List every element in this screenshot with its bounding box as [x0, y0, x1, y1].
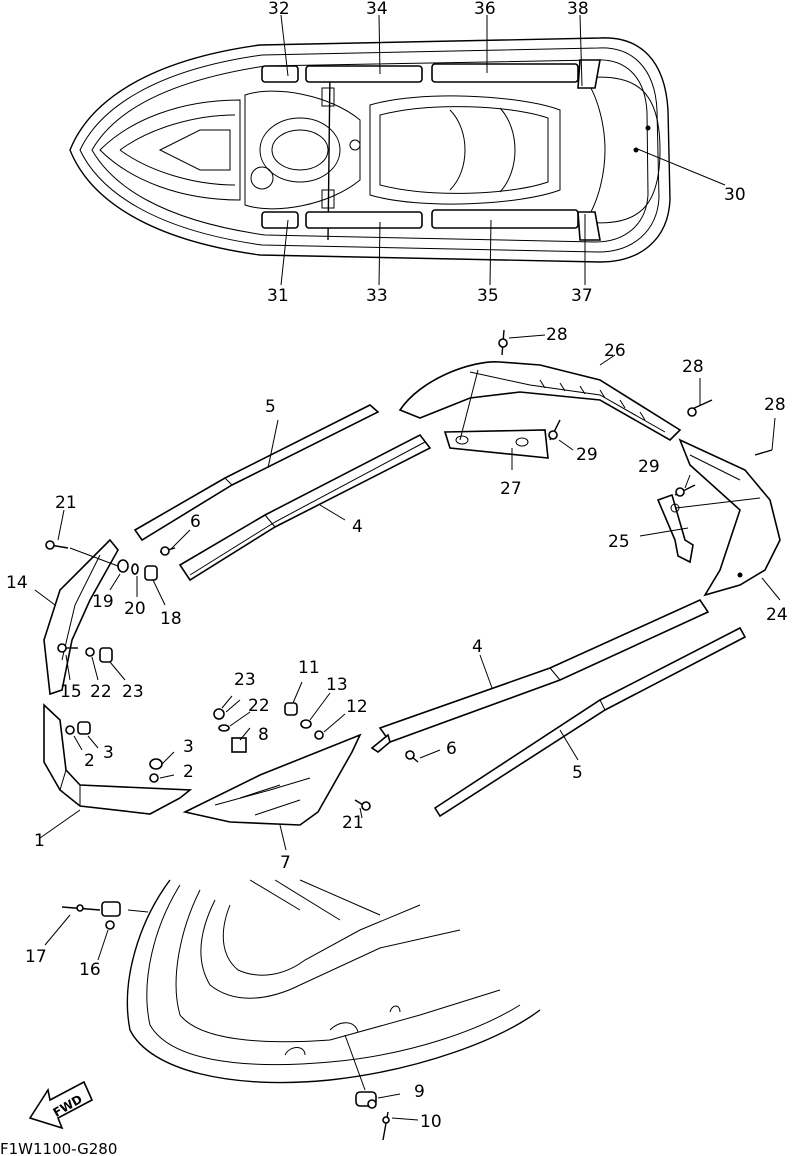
- callout-6-top: 6: [190, 512, 201, 532]
- callout-7: 7: [280, 853, 291, 873]
- callout-17: 17: [25, 947, 47, 967]
- callout-2-right: 2: [183, 762, 194, 782]
- hull-front-view: [44, 879, 541, 1141]
- callout-21-bottom: 21: [342, 813, 364, 833]
- rear-guard-assembly: [398, 329, 781, 601]
- callout-6-bottom: 6: [446, 739, 457, 759]
- callout-1: 1: [34, 831, 45, 851]
- callout-22-left: 22: [90, 682, 112, 702]
- callout-3-right: 3: [183, 737, 194, 757]
- callout-23-left: 23: [122, 682, 144, 702]
- callout-32: 32: [268, 0, 290, 19]
- callout-30: 30: [724, 185, 746, 205]
- callout-8: 8: [258, 725, 269, 745]
- callout-5-bottom: 5: [572, 763, 583, 783]
- callout-26: 26: [604, 341, 626, 361]
- callout-36: 36: [474, 0, 496, 19]
- callout-27: 27: [500, 479, 522, 499]
- callout-14: 14: [6, 573, 28, 593]
- callout-13: 13: [326, 675, 348, 695]
- callout-3-left: 3: [103, 743, 114, 763]
- callout-28-right: 28: [682, 357, 704, 377]
- callout-29-center: 29: [576, 445, 598, 465]
- callout-16: 16: [79, 960, 101, 980]
- callout-2-left: 2: [84, 751, 95, 771]
- callout-38: 38: [567, 0, 589, 19]
- callout-29-right: 29: [638, 457, 660, 477]
- callout-28-top: 28: [546, 325, 568, 345]
- callout-19: 19: [92, 592, 114, 612]
- callout-12: 12: [346, 697, 368, 717]
- side-cover: [182, 681, 371, 851]
- callout-25: 25: [608, 532, 630, 552]
- callout-35: 35: [477, 286, 499, 306]
- diagram-code: F1W1100-G280: [0, 1140, 117, 1156]
- side-rails-right: [370, 598, 747, 818]
- callout-4-bottom: 4: [472, 637, 483, 657]
- forward-arrow-icon: FWD: [28, 1080, 94, 1130]
- callout-22-mid: 22: [248, 696, 270, 716]
- callout-23-mid: 23: [234, 670, 256, 690]
- callout-20: 20: [124, 599, 146, 619]
- callout-28-far-right: 28: [764, 395, 786, 415]
- callout-9: 9: [414, 1082, 425, 1102]
- callout-15: 15: [60, 682, 82, 702]
- callout-4-top: 4: [352, 517, 363, 537]
- watercraft-top-view: [69, 14, 726, 286]
- callout-10: 10: [420, 1112, 442, 1132]
- callout-31: 31: [267, 286, 289, 306]
- callout-21-top: 21: [55, 493, 77, 513]
- callout-5-top: 5: [265, 397, 276, 417]
- callout-33: 33: [366, 286, 388, 306]
- front-bumper-parts: [34, 509, 166, 696]
- callout-24: 24: [766, 605, 788, 625]
- callout-34: 34: [366, 0, 388, 19]
- callout-37: 37: [571, 286, 593, 306]
- callout-11: 11: [298, 658, 320, 678]
- side-rails-left: [133, 404, 432, 582]
- callout-18: 18: [160, 609, 182, 629]
- nose-guard: [39, 703, 193, 839]
